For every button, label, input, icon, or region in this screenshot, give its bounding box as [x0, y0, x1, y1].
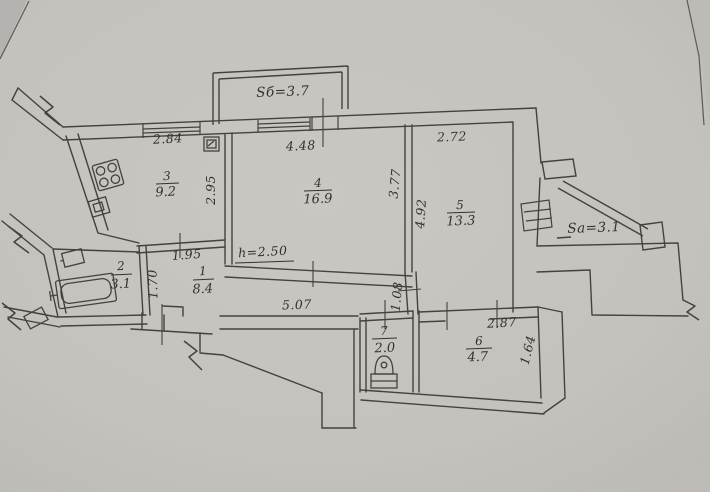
room-4-area: 16.9 [303, 192, 332, 208]
dim-room5-depth: 4.92 [412, 198, 429, 230]
break-icon [1, 302, 22, 331]
room-2-number: 2 [116, 259, 125, 273]
dim-kitchen-width: 2.84 [151, 130, 183, 147]
room-7-number: 7 [380, 324, 388, 338]
dim-room4-depth: 3.77 [386, 168, 404, 199]
balcony-right-label: Sа=3.1 [567, 219, 621, 237]
dim-hall-depth: 1.70 [144, 269, 160, 299]
fixtures [23, 136, 398, 389]
break-icon [682, 299, 700, 321]
room-1-number: 1 [199, 264, 207, 278]
balcony-top-outline [212, 65, 349, 125]
balcony-top-label: Sб=3.7 [256, 83, 310, 101]
sink-icon [87, 196, 111, 218]
dim-kitchen-depth: 2.95 [203, 175, 218, 206]
room-6-area: 4.7 [466, 350, 489, 366]
document-frame [0, 0, 705, 126]
wall-break-symbols [1, 95, 700, 371]
bathtub-icon [49, 272, 118, 310]
room-3-area: 9.2 [155, 184, 176, 200]
ceiling-height-label: h=2.50 [238, 243, 288, 261]
neighbour-window-icon [23, 306, 49, 330]
dim-corridor-length: 5.07 [282, 296, 312, 312]
room-1-area: 8.4 [192, 281, 213, 297]
balcony-right-outline [541, 158, 666, 251]
break-icon [39, 95, 61, 126]
walls [1, 87, 689, 429]
balcony-door-window-icon [520, 199, 553, 232]
room-7-area: 2.0 [373, 341, 395, 357]
room-6-number: 6 [475, 334, 483, 348]
dim-room6-width: 2.87 [485, 314, 517, 331]
room-4-number: 4 [313, 176, 322, 190]
dim-room6-depth: 1.64 [517, 334, 539, 367]
room-5-area: 13.3 [446, 214, 475, 230]
window-icons [142, 116, 553, 232]
room-5-number: 5 [456, 198, 464, 212]
dim-wall-108: 1.08 [388, 281, 406, 312]
toilet-icon [370, 355, 398, 389]
window-icon [142, 122, 201, 138]
break-icon [183, 340, 203, 371]
label-underlines [110, 182, 493, 350]
vent-shaft-icon [203, 136, 220, 152]
dim-room5-width: 2.72 [436, 128, 467, 144]
room-2-area: 3.1 [110, 276, 131, 292]
washbasin-icon [60, 248, 86, 268]
stove-icon [91, 158, 125, 192]
window-icon [257, 116, 339, 133]
room-3-number: 3 [163, 169, 172, 183]
dimension-ticks [161, 98, 498, 345]
break-icon [7, 225, 30, 254]
dim-room4-width: 4.48 [284, 137, 316, 154]
dim-hall-width: 1.95 [171, 246, 202, 263]
